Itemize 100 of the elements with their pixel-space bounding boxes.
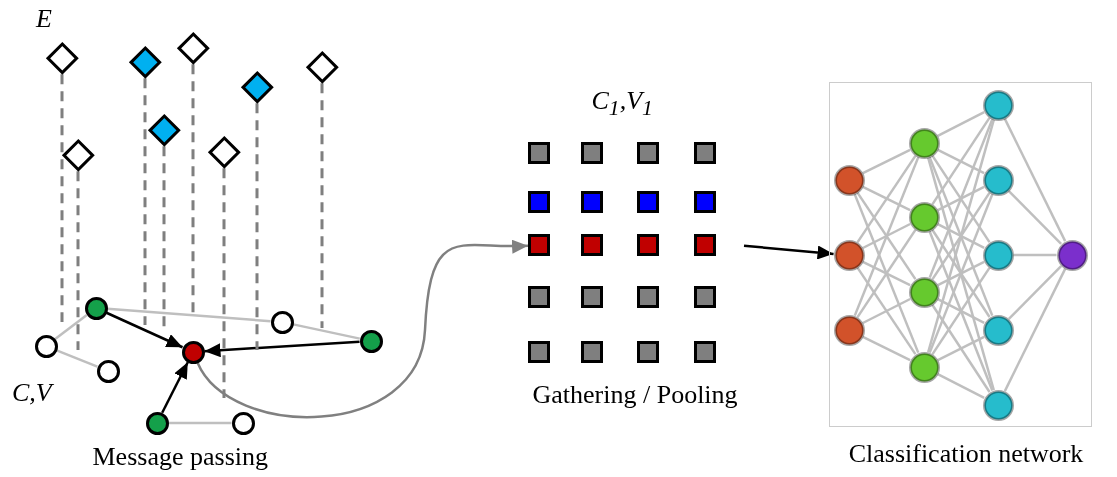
graph-node-circle (145, 411, 169, 435)
neuron-circle (908, 276, 940, 308)
edge-feature-diamond (45, 41, 79, 75)
connector-line (862, 222, 911, 250)
dashed-line (76, 171, 80, 350)
connector-line (168, 421, 232, 425)
feature-cell (528, 234, 550, 256)
feature-cell (694, 286, 716, 308)
connector-line (856, 192, 917, 280)
connector-line (856, 267, 917, 355)
edge-feature-diamond (128, 45, 162, 79)
connector-line (927, 157, 995, 391)
graph-node-circle (96, 359, 120, 383)
arrow (161, 361, 189, 414)
dashed-line (255, 103, 259, 350)
feature-cell (694, 234, 716, 256)
dashed-line (191, 64, 195, 315)
neuron-circle (1056, 239, 1088, 271)
connector-line (931, 267, 991, 355)
feature-cell (581, 191, 603, 213)
feature-cell (694, 341, 716, 363)
connector-line (937, 110, 985, 138)
connector-line (1008, 190, 1062, 245)
connector-line (931, 155, 991, 243)
edge-feature-diamond (240, 70, 274, 104)
neuron-circle (982, 89, 1014, 121)
connector-line (927, 119, 995, 353)
graph-node-circle (34, 334, 58, 358)
neuron-circle (982, 239, 1014, 271)
feature-cell (637, 341, 659, 363)
connector-line (1013, 253, 1057, 257)
graph-node-circle (359, 329, 383, 353)
variable-label: E (36, 4, 52, 34)
section-caption: Message passing (92, 442, 268, 472)
feature-cell (528, 286, 550, 308)
connector-line (931, 229, 991, 318)
feature-cell (528, 191, 550, 213)
connector-line (853, 193, 920, 354)
feature-cell (637, 286, 659, 308)
panel-title: Classification network (847, 439, 1085, 469)
connector-line (856, 229, 917, 318)
neuron-circle (982, 389, 1014, 421)
neuron-circle (982, 314, 1014, 346)
connector-line (1008, 265, 1062, 320)
neuron-circle (833, 164, 865, 196)
neuron-circle (982, 164, 1014, 196)
edge-feature-diamond (61, 138, 95, 172)
connector-line (293, 323, 360, 340)
feature-cell (637, 191, 659, 213)
connector-line (862, 335, 911, 362)
connector-line (862, 260, 911, 287)
connector-line (931, 192, 991, 280)
connector-line (1003, 268, 1067, 392)
neuron-circle (908, 201, 940, 233)
connector-line (1003, 118, 1067, 242)
dashed-line (222, 168, 226, 398)
feature-cell (637, 142, 659, 164)
section-caption: Gathering / Pooling (532, 380, 738, 410)
connector-line (931, 117, 991, 205)
connector-line (862, 185, 911, 212)
edge-feature-diamond (176, 31, 210, 65)
connector-line (862, 148, 911, 175)
variable-label: C,V (12, 378, 52, 408)
connector-line (54, 313, 88, 341)
feature-cell (694, 142, 716, 164)
graph-node-circle (84, 296, 108, 320)
variable-label: C$_{1}$,V$_{1}$ (591, 86, 653, 123)
graph-node-circle (270, 310, 294, 334)
connector-line (928, 156, 994, 317)
connector-line (937, 185, 985, 212)
feature-cell (528, 341, 550, 363)
feature-cell (581, 341, 603, 363)
connector-line (937, 335, 985, 362)
feature-cell (637, 234, 659, 256)
connector-line (937, 297, 985, 325)
connector-line (862, 297, 911, 325)
feature-cell (581, 142, 603, 164)
neuron-circle (908, 127, 940, 159)
neuron-circle (833, 239, 865, 271)
arrow (204, 340, 360, 358)
arrow (196, 239, 529, 418)
connector-line (937, 260, 985, 287)
connector-line (928, 118, 994, 279)
feature-cell (581, 286, 603, 308)
connector-line (928, 230, 994, 392)
graph-node-circle (181, 340, 205, 364)
connector-line (56, 349, 98, 368)
connector-line (931, 304, 991, 393)
neuron-circle (833, 314, 865, 346)
connector-line (107, 307, 271, 323)
graph-node-circle (231, 411, 255, 435)
connector-line (937, 148, 985, 175)
feature-cell (581, 234, 603, 256)
edge-feature-diamond (147, 113, 181, 147)
connector-line (937, 222, 985, 250)
dashed-line (60, 74, 64, 322)
edge-feature-diamond (305, 50, 339, 84)
edge-feature-diamond (207, 135, 241, 169)
connector-line (937, 372, 985, 400)
neuron-circle (908, 351, 940, 383)
